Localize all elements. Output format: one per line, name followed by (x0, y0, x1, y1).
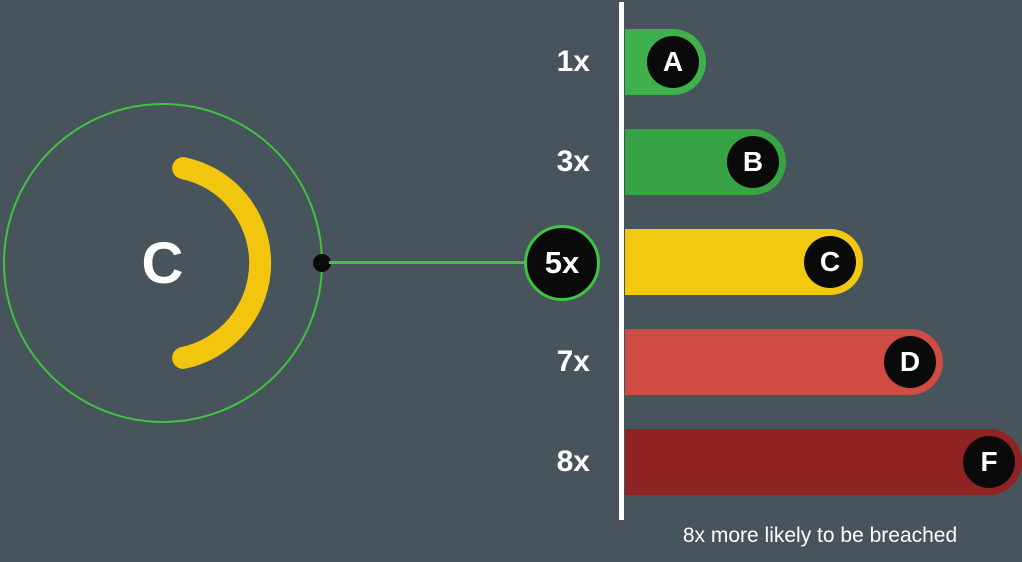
grade-badge-a: A (647, 36, 699, 88)
multiplier-label-8x: 8x (556, 445, 590, 478)
gauge-grade-letter: C (141, 230, 185, 296)
bar-row-d: 7x D (505, 329, 1022, 395)
chart-caption: 8x more likely to be breached (682, 524, 958, 547)
connector-line (329, 261, 529, 264)
grade-letter: B (742, 146, 764, 177)
grade-badge-d: D (884, 336, 936, 388)
grade-letter: F (980, 446, 998, 477)
callout-label: 5x (544, 245, 580, 280)
multiplier-label-7x: 7x (556, 345, 590, 378)
bar-grade-f: F (625, 429, 1022, 495)
chart-axis (619, 2, 624, 520)
bar-grade-d: D (625, 329, 943, 395)
grade-badge-b: B (727, 136, 779, 188)
bar-grade-b: B (625, 129, 786, 195)
grade-badge-f: F (963, 436, 1015, 488)
bar-row-a: 1x A (505, 29, 1022, 95)
callout-badge: 5x (524, 225, 600, 301)
connector-dot (313, 254, 331, 272)
grade-letter: C (819, 246, 841, 277)
grade-letter: A (662, 46, 684, 77)
bar-row-f: 8x F (505, 429, 1022, 495)
multiplier-label-1x: 1x (556, 45, 590, 78)
bar-grade-a: A (625, 29, 706, 95)
grade-letter: D (899, 346, 921, 377)
grade-badge-c: C (804, 236, 856, 288)
multiplier-label-3x: 3x (556, 145, 590, 178)
bar-row-c: C (505, 229, 1022, 295)
bar-row-b: 3x B (505, 129, 1022, 195)
bar-grade-c: C (625, 229, 863, 295)
